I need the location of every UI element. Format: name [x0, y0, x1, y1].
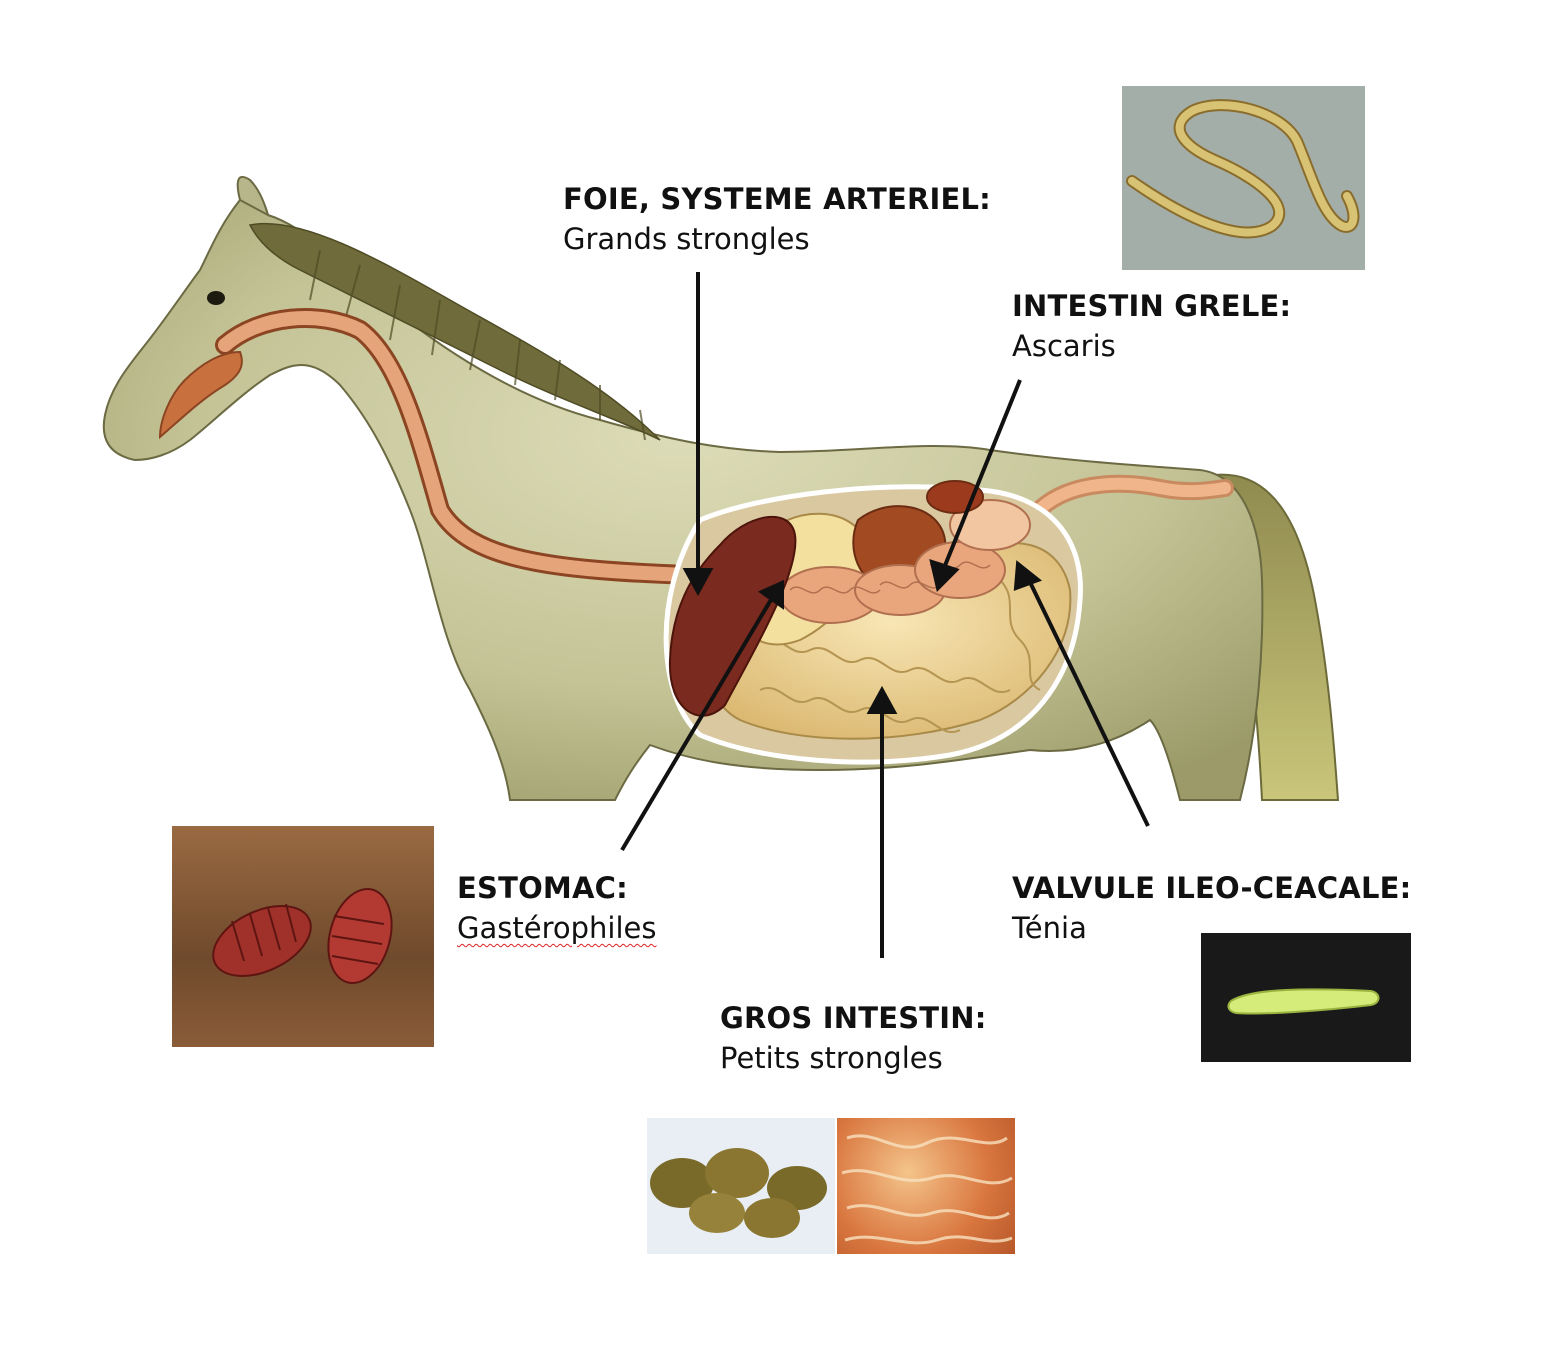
roundworm-photo: [1122, 86, 1365, 270]
intestinal-mucosa-photo: [837, 1118, 1015, 1254]
label-valvule-title: VALVULE ILEO-CEACALE:: [1012, 871, 1412, 905]
label-foie-parasite: Grands strongles: [563, 222, 810, 256]
ear: [236, 175, 270, 218]
mouth: [158, 350, 243, 440]
label-estomac-parasite: Gastérophiles: [457, 911, 657, 945]
roundworm-icon: [1126, 99, 1360, 239]
label-intestin-grele-parasite: Ascaris: [1012, 329, 1116, 363]
arrow-estomac: [620, 596, 774, 852]
label-foie: FOIE, SYSTEME ARTERIEL: Grands strongles: [563, 179, 991, 259]
label-estomac: ESTOMAC: Gastérophiles: [457, 868, 656, 948]
label-intestin-grele: INTESTIN GRELE: Ascaris: [1012, 286, 1291, 366]
label-valvule: VALVULE ILEO-CEACALE: Ténia: [1012, 868, 1411, 948]
bot-fly-larvae-photo: [172, 826, 434, 1047]
feces-icon: [650, 1148, 827, 1238]
label-intestin-grele-title: INTESTIN GRELE:: [1012, 289, 1292, 323]
tapeworm-photo: [1201, 933, 1411, 1062]
arrow-intestin-grele: [942, 379, 1022, 569]
label-valvule-parasite: Ténia: [1012, 911, 1087, 945]
mucosa-icon: [841, 1134, 1013, 1245]
arrow-valvule: [1026, 577, 1150, 827]
tapeworm-icon: [1227, 988, 1380, 1015]
label-gros-intestin-parasite: Petits strongles: [720, 1041, 943, 1075]
label-foie-title: FOIE, SYSTEME ARTERIEL:: [563, 182, 991, 216]
arrows: [620, 272, 1150, 958]
liver: [668, 516, 797, 717]
feces-photo: [647, 1118, 835, 1254]
larvae-icon: [212, 887, 393, 985]
eye: [207, 291, 225, 305]
label-gros-intestin-title: GROS INTESTIN:: [720, 1001, 987, 1035]
label-estomac-title: ESTOMAC:: [457, 871, 628, 905]
label-gros-intestin: GROS INTESTIN: Petits strongles: [720, 998, 987, 1078]
